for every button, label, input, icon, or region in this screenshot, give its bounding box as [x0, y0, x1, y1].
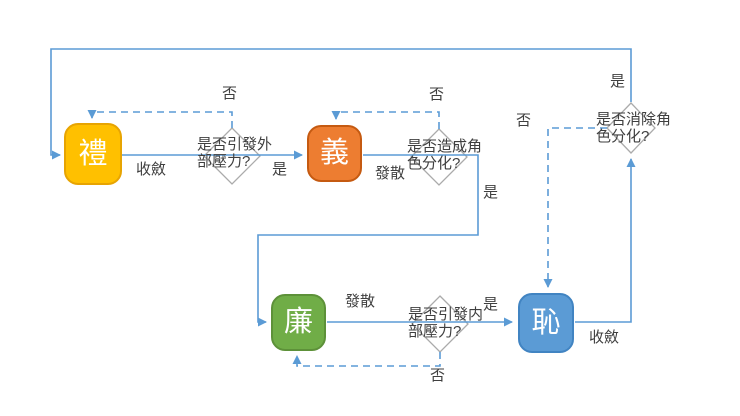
edge-remove-diamond-to-li: [50, 48, 632, 160]
decision-diamond-remove-role-differentiation: [606, 102, 656, 154]
label-yes-role-differentiation: 是: [483, 184, 499, 201]
node-li-label: 禮: [78, 137, 108, 170]
edge-role-differentiation-no-return: [331, 111, 440, 129]
node-yi-label: 義: [319, 137, 349, 169]
label-no-external-pressure: 否: [222, 85, 238, 102]
dashed-edges: [87, 110, 607, 367]
edge-internal-pressure-no-return: [292, 352, 441, 367]
label-yes-internal-pressure: 是: [483, 296, 499, 313]
decision-text-external-pressure: 是否引發外 部壓力?: [197, 136, 272, 170]
decision-text-role-differentiation: 是否造成角 色分化?: [407, 138, 482, 172]
edge-chi-to-remove-diamond: [575, 158, 636, 323]
decision-text-line: 是否引發内: [408, 306, 484, 323]
decision-text-line: 是否造成角: [407, 138, 483, 155]
decision-diamonds: [203, 102, 656, 353]
label-no-internal-pressure: 否: [430, 367, 446, 384]
label-converge-li: 收斂: [136, 161, 167, 178]
decision-text-remove-role-differentiation: 是否消除角 色分化?: [596, 111, 671, 145]
node-lian: 廉: [271, 294, 326, 351]
label-yes-remove-role: 是: [610, 73, 626, 90]
label-no-role-differentiation: 否: [429, 86, 445, 103]
decision-text-line: 色分化?: [596, 128, 650, 145]
decision-text-line: 色分化?: [407, 155, 461, 172]
decision-text-line: 是否引發外: [197, 136, 273, 153]
edge-remove-role-no-return: [543, 127, 607, 288]
node-yi: 義: [307, 125, 362, 182]
decision-diamond-external-pressure: [203, 127, 261, 185]
decision-text-line: 部壓力?: [408, 323, 462, 340]
decision-text-line: 是否消除角: [596, 111, 672, 128]
label-no-remove-role: 否: [516, 112, 532, 129]
label-converge-chi: 收斂: [589, 329, 620, 346]
node-lian-label: 廉: [283, 306, 313, 338]
decision-text-line: 部壓力?: [197, 153, 251, 170]
decision-text-internal-pressure: 是否引發内 部壓力?: [408, 306, 483, 340]
node-chi-label: 恥: [531, 306, 561, 339]
decision-diamond-role-differentiation: [410, 128, 468, 186]
solid-edges: [50, 48, 636, 327]
label-yes-external-pressure: 是: [272, 161, 288, 178]
node-chi: 恥: [518, 293, 574, 353]
label-diverge-yi: 發散: [375, 165, 406, 182]
edge-external-pressure-no-return: [87, 110, 233, 128]
label-diverge-lian: 發散: [345, 293, 376, 310]
edge-yi-to-lian: [257, 154, 479, 327]
node-li: 禮: [64, 123, 122, 185]
